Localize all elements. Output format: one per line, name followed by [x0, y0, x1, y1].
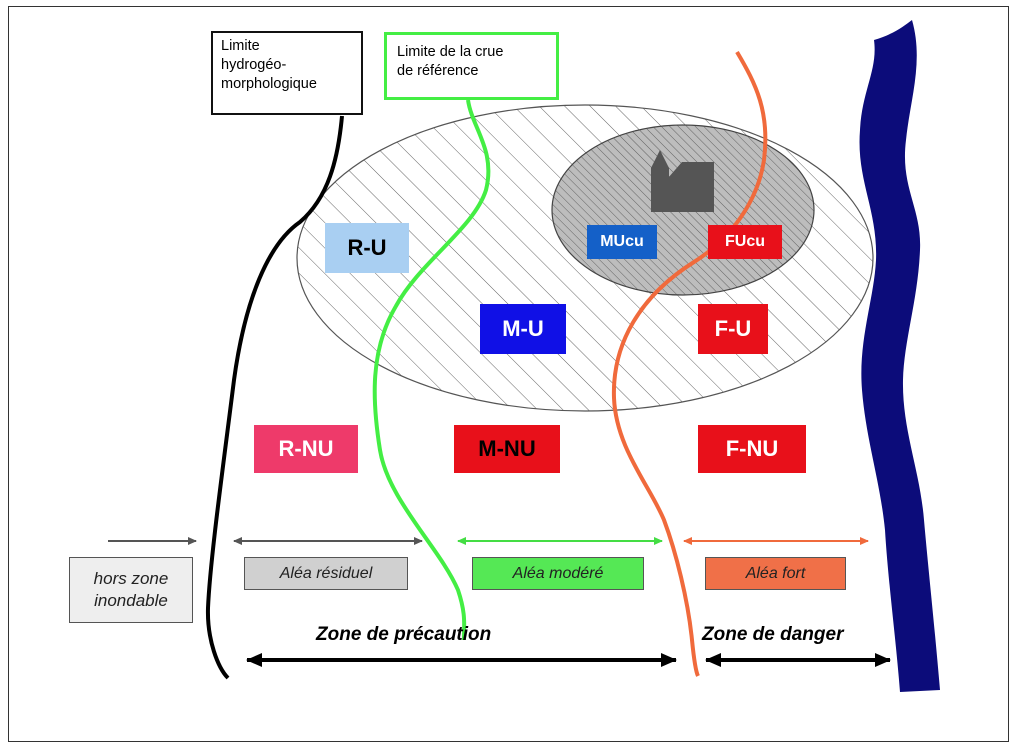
crue-limit-legend: Limite de la crue de référence: [384, 32, 559, 100]
hydro-legend-line1: Limite: [221, 38, 260, 54]
zone-fucu: FUcu: [708, 225, 782, 259]
hydro-limit-legend: Limite hydrogéo- morphologique: [211, 31, 363, 115]
fort-limit-line: [611, 50, 768, 677]
zone-danger-label: Zone de danger: [702, 624, 844, 645]
alea-fort-box: Aléa fort: [705, 557, 846, 590]
crue-legend-line1: Limite de la crue: [397, 44, 504, 60]
zone-m-u: M-U: [480, 304, 566, 354]
hors-zone-line2: inondable: [94, 591, 168, 610]
hydro-legend-line3: morphologique: [221, 76, 317, 92]
zone-r-nu: R-NU: [254, 425, 358, 473]
crue-legend-line2: de référence: [397, 63, 479, 79]
zone-f-nu: F-NU: [698, 425, 806, 473]
zone-mucu: MUcu: [587, 225, 657, 259]
crue-limit-line: [372, 99, 491, 641]
zone-r-u: R-U: [325, 223, 409, 273]
river: [859, 20, 940, 692]
zone-m-nu: M-NU: [454, 425, 560, 473]
alea-residuel-box: Aléa résiduel: [244, 557, 408, 590]
hydro-limit-line: [205, 115, 344, 680]
church-icon: [651, 150, 714, 212]
alea-modere-box: Aléa modéré: [472, 557, 644, 590]
zone-f-u: F-U: [698, 304, 768, 354]
zone-precaution-label: Zone de précaution: [316, 624, 492, 645]
hors-zone-box: hors zone inondable: [69, 557, 193, 623]
hors-zone-line1: hors zone: [93, 569, 169, 588]
hydro-legend-line2: hydrogéo-: [221, 57, 287, 73]
